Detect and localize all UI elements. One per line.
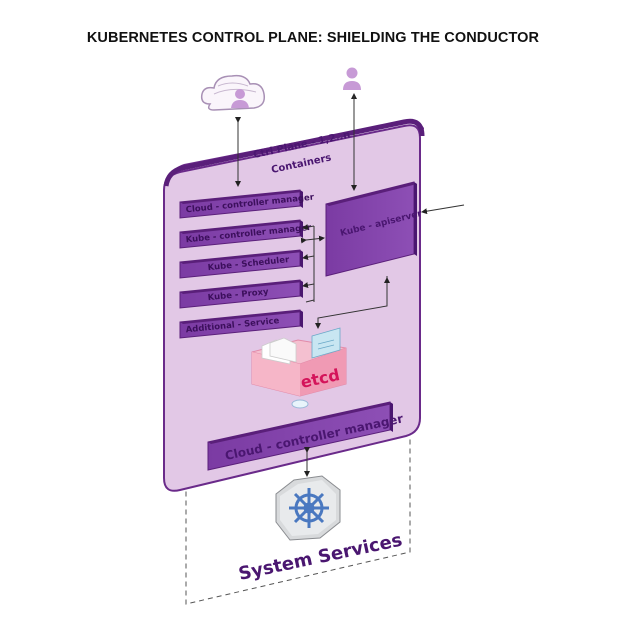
component-box-top [180,220,303,234]
component-connectors [300,224,390,329]
component-box-top [180,250,303,264]
component-box-side [300,310,303,328]
component-box-top [180,190,303,204]
component-box-top [180,310,303,324]
diagram-title: KUBERNETES CONTROL PLANE: SHIELDING THE … [86,30,540,46]
cloud-user-icon [200,74,266,111]
component-box[interactable]: Additional - Service [179,309,303,339]
etcd-store[interactable]: etcd [251,327,347,409]
component-box-top [180,280,303,294]
component-box-side [300,250,303,268]
component-box[interactable]: Kube - Proxy [179,279,303,309]
component-box-side [300,190,303,208]
user-icon [343,67,361,90]
kubernetes-helm-icon [275,475,341,541]
external-arrow [421,204,465,215]
etcd-indicator-icon [291,399,309,409]
apiserver-box[interactable]: Kube - apiserver [325,181,423,277]
component-box[interactable]: Kube - Scheduler [179,249,303,279]
component-box[interactable]: Cloud - controller manager [179,189,315,219]
component-box-side [300,280,303,298]
